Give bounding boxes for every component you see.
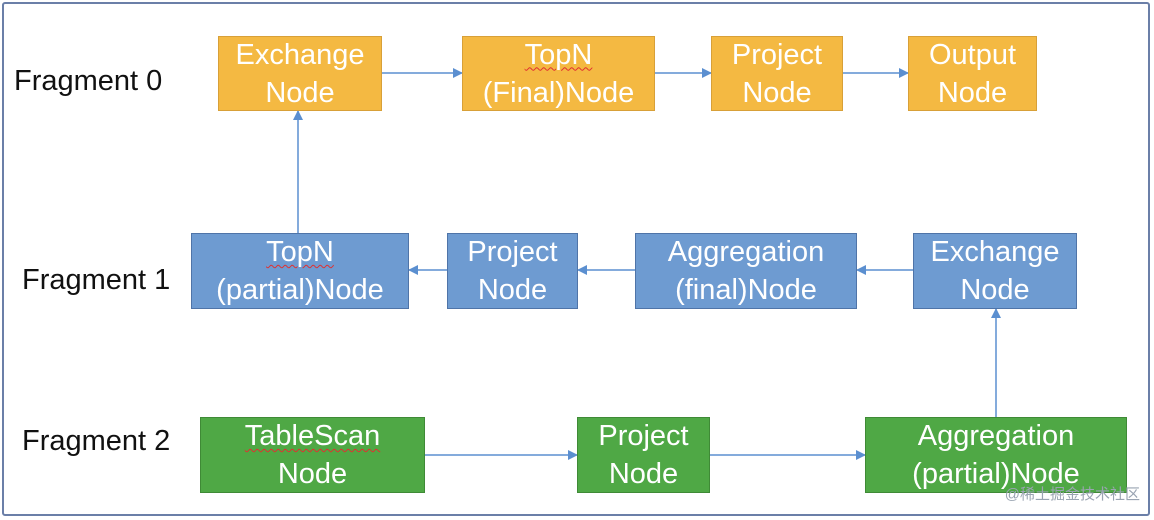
- topn-final-node-f0: TopN (Final)Node: [462, 36, 655, 111]
- node-line: (Final)Node: [482, 76, 635, 109]
- watermark: @稀土掘金技术社区: [1004, 486, 1140, 503]
- node-line: Aggregation: [917, 420, 1075, 452]
- tablescan-node-f2: TableScan Node: [200, 417, 425, 493]
- project-node-f2: Project Node: [577, 417, 710, 493]
- node-line: Exchange: [235, 38, 365, 71]
- exchange-node-f0: Exchange Node: [218, 36, 382, 111]
- node-line: (final)Node: [675, 274, 817, 306]
- node-line: Node: [742, 76, 812, 109]
- node-line: TopN: [266, 236, 334, 268]
- project-node-f0: Project Node: [711, 36, 843, 111]
- exchange-node-f1: Exchange Node: [913, 233, 1077, 309]
- node-line: Output: [928, 38, 1017, 71]
- fragment-2-label: Fragment 2: [22, 425, 171, 457]
- aggregation-partial-node-f2: Aggregation (partial)Node: [865, 417, 1127, 493]
- fragment-0-label: Fragment 0: [14, 65, 163, 97]
- output-node-f0: Output Node: [908, 36, 1037, 111]
- project-node-f1: Project Node: [447, 233, 578, 309]
- node-line: TableScan: [244, 420, 381, 452]
- node-line: Node: [477, 274, 548, 306]
- node-line: Aggregation: [667, 236, 825, 268]
- node-line: Project: [598, 420, 689, 452]
- node-line: Project: [467, 236, 558, 268]
- node-line: (partial)Node: [216, 274, 384, 306]
- node-line: Node: [937, 76, 1008, 109]
- topn-partial-node-f1: TopN (partial)Node: [191, 233, 409, 309]
- node-line: Node: [608, 458, 679, 490]
- fragment-1-label: Fragment 1: [22, 264, 171, 296]
- node-line: Exchange: [930, 236, 1060, 268]
- node-line: Node: [960, 274, 1030, 306]
- node-line: TopN: [524, 38, 593, 71]
- node-line: Project: [731, 38, 823, 71]
- node-line: (partial)Node: [912, 458, 1080, 490]
- node-line: Node: [277, 458, 348, 490]
- aggregation-final-node-f1: Aggregation (final)Node: [635, 233, 857, 309]
- node-line: Node: [265, 76, 335, 109]
